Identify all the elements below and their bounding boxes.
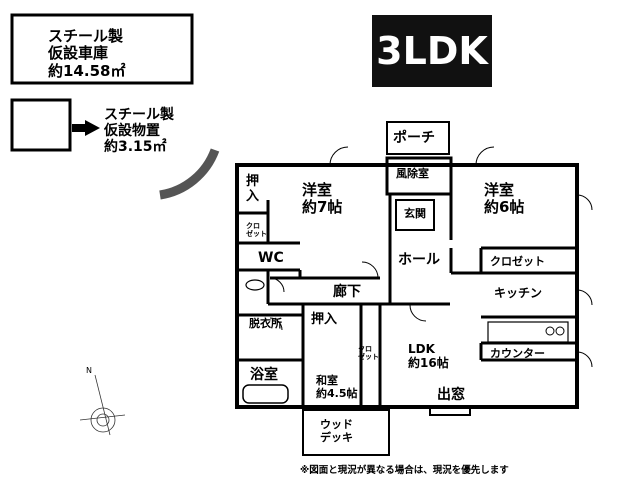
deck-line-2: デッキ	[320, 430, 353, 444]
bay-window-label: 出窓	[437, 387, 465, 403]
garage-line-3: 約14.58㎡	[48, 61, 126, 80]
closet-small-label: クロ ゼット	[246, 222, 267, 238]
washitsu-name: 和室	[316, 374, 338, 387]
oshiire2-label: 押入	[311, 312, 338, 327]
storage-line-3: 約3.15㎡	[104, 139, 167, 156]
western6-label: 洋室 約6帖	[484, 181, 525, 217]
layout-badge: 3LDK	[372, 15, 492, 87]
western7-size: 約7帖	[302, 198, 343, 217]
exterior-wall	[235, 163, 579, 409]
deck-line-1: ウッド	[320, 418, 353, 431]
ldk-name: LDK	[408, 342, 435, 356]
western7-name: 洋室	[302, 181, 333, 199]
garage-line-2: 仮設車庫	[48, 44, 109, 63]
garage-outline	[10, 13, 194, 85]
corridor-label: 廊下	[333, 284, 361, 300]
western6-size: 約6帖	[484, 198, 525, 217]
closet-small2-label: クロ ゼット	[358, 345, 379, 361]
garage-line-1: スチール製	[48, 27, 124, 45]
windbreak-label: 風除室	[396, 167, 429, 180]
ldk-label: LDK 約16帖	[408, 342, 449, 371]
disclaimer-note: ※図面と現況が異なる場合は、現況を優先します	[300, 465, 509, 476]
storage-label: スチール製 仮設物置 約3.15㎡	[104, 107, 174, 155]
porch-outline	[386, 121, 450, 155]
wc-label: WC	[258, 250, 284, 266]
wood-deck-outline	[302, 409, 390, 456]
western7-label: 洋室 約7帖	[302, 181, 343, 217]
closet-label: クロゼット	[490, 255, 545, 268]
closet-small-line-1: クロ	[246, 222, 260, 230]
garage-label: スチール製 仮設車庫 約14.58㎡	[48, 27, 126, 80]
entrance-label: 玄関	[404, 207, 426, 220]
closet-small-line-2: ゼット	[246, 230, 267, 239]
hall-label: ホール	[398, 252, 440, 268]
oshiire1-label: 押入	[246, 174, 260, 204]
closet-small2-line-1: クロ	[358, 345, 372, 353]
deck-label: ウッド デッキ	[320, 418, 353, 444]
dressing-label: 脱衣所	[249, 317, 282, 330]
bath-label: 浴室	[250, 367, 278, 383]
storage-line-1: スチール製	[104, 107, 174, 123]
washitsu-size: 約4.5帖	[316, 386, 358, 400]
closet-small2-line-2: ゼット	[358, 353, 379, 362]
washitsu-label: 和室 約4.5帖	[316, 374, 358, 400]
ldk-size: 約16帖	[408, 355, 449, 370]
compass-icon	[79, 374, 126, 436]
storage-outline	[10, 98, 72, 152]
kitchen-label: キッチン	[494, 286, 543, 300]
porch-label: ポーチ	[393, 130, 435, 146]
counter-label: カウンター	[490, 347, 545, 360]
storage-line-2: 仮設物置	[104, 123, 160, 140]
western6-name: 洋室	[484, 181, 515, 199]
compass-north-label: N	[86, 366, 92, 375]
